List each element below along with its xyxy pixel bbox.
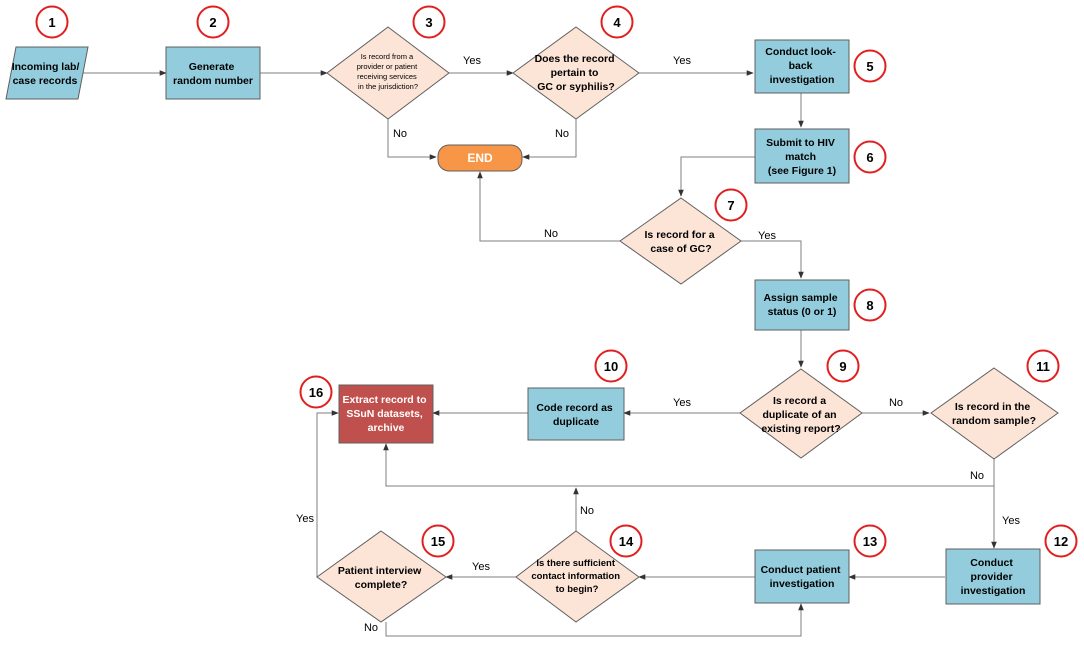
edge-label-4-5: Yes (673, 55, 691, 67)
node-1-shape (5, 46, 89, 100)
node-4-label: Does the record pertain to GC or syphili… (535, 53, 618, 93)
node-15-label: Patient interview complete? (338, 565, 424, 591)
node-10-label: Code record as duplicate (536, 402, 615, 428)
badge-8: 8 (853, 288, 887, 322)
number-badges: 1 2 3 4 5 6 7 8 (35, 5, 1078, 558)
badge-12: 12 (1044, 524, 1078, 558)
node-12-shape (945, 548, 1041, 605)
node-8-shape (754, 279, 850, 331)
svg-text:11: 11 (1036, 359, 1050, 374)
edge-4-end (522, 119, 577, 160)
node-8-label: Assign sample status (0 or 1) (763, 292, 840, 318)
node-11-shape (930, 367, 1059, 460)
badge-11: 11 (1026, 349, 1060, 383)
edge-15-16 (316, 410, 339, 577)
node-12-label: Conduct provider investigation (961, 557, 1026, 597)
node-10-shape (527, 387, 625, 441)
badge-10: 10 (594, 349, 628, 383)
node-7-shape (619, 197, 742, 285)
svg-text:6: 6 (866, 150, 873, 165)
node-3-shape (326, 26, 450, 120)
badge-15: 15 (421, 524, 455, 558)
node-9-label: Is record a duplicate of an existing rep… (761, 395, 840, 435)
edge-label-7-8: Yes (758, 230, 776, 242)
edge-label-4-end: No (555, 128, 569, 140)
svg-text:9: 9 (839, 359, 846, 374)
node-14-label: Is there sufficient contact information … (531, 558, 622, 595)
svg-text:3: 3 (425, 15, 432, 30)
node-13-shape (754, 549, 850, 604)
node-6-label: Submit to HIV match (see Figure 1) (766, 137, 838, 177)
edge-label-14-16: No (580, 505, 594, 517)
badge-7: 7 (714, 188, 748, 222)
badge-6: 6 (853, 140, 887, 174)
node-16-label: Extract record to SSuN datasets, archive (343, 394, 430, 434)
node-2-shape (165, 46, 261, 100)
badge-3: 3 (412, 5, 446, 39)
node-5-label: Conduct look- back investigation (765, 46, 839, 86)
node-6-shape (754, 128, 850, 184)
svg-text:15: 15 (431, 534, 445, 549)
end-shape (437, 144, 523, 172)
shapes (5, 26, 1059, 623)
edge-11-16 (383, 443, 995, 487)
badge-13: 13 (853, 524, 887, 558)
badge-1: 1 (35, 5, 69, 39)
node-7-label: Is record for a case of GC? (645, 229, 718, 255)
node-9-shape (739, 368, 863, 459)
edge-7-end (477, 171, 620, 242)
badge-9: 9 (826, 349, 860, 383)
svg-text:13: 13 (863, 534, 877, 549)
svg-text:1: 1 (48, 15, 55, 30)
badge-5: 5 (853, 49, 887, 83)
svg-text:10: 10 (604, 359, 618, 374)
badge-16: 16 (299, 375, 333, 409)
edge-15-13 (385, 603, 804, 637)
edge-label-9-11: No (889, 397, 903, 409)
node-13-label: Conduct patient investigation (761, 564, 844, 590)
edge-label-11-16: No (970, 470, 984, 482)
node-11-label: Is record in the random sample? (952, 401, 1036, 427)
edge-label-14-15: Yes (472, 561, 490, 573)
svg-text:16: 16 (309, 385, 323, 400)
node-4-shape (512, 26, 640, 120)
svg-text:8: 8 (866, 298, 873, 313)
svg-text:2: 2 (209, 15, 216, 30)
edge-label-3-end: No (393, 128, 407, 140)
node-15-shape (316, 530, 447, 623)
badge-14: 14 (609, 524, 643, 558)
connectors (82, 70, 997, 637)
edge-6-7 (678, 156, 755, 197)
edge-label-7-end: No (544, 228, 558, 240)
svg-text:14: 14 (619, 534, 634, 549)
svg-text:12: 12 (1054, 534, 1068, 549)
node-3-label: Is record from a provider or patient rec… (357, 52, 420, 91)
edge-label-9-10: Yes (673, 397, 691, 409)
node-2-label: Generate random number (173, 61, 253, 87)
badge-2: 2 (196, 5, 230, 39)
edge-label-3-4: Yes (463, 55, 481, 67)
edge-label-15-16: Yes (296, 513, 314, 525)
node-texts: Incoming lab/ case records Generate rand… (12, 46, 1036, 597)
node-14-shape (515, 530, 640, 623)
svg-text:5: 5 (866, 59, 873, 74)
edge-3-end (387, 119, 437, 160)
edge-label-15-13: No (364, 622, 378, 634)
node-16-shape (338, 384, 434, 444)
end-label: END (467, 151, 493, 165)
edge-label-11-12: Yes (1002, 515, 1020, 527)
edge-7-8 (741, 240, 804, 279)
node-1-label: Incoming lab/ case records (12, 61, 83, 87)
badge-4: 4 (600, 5, 634, 39)
node-5-shape (754, 39, 850, 94)
edge-labels: Yes Yes No No No Yes Yes No No Yes Yes N… (296, 55, 1020, 634)
svg-text:7: 7 (727, 198, 734, 213)
svg-text:4: 4 (613, 15, 621, 30)
